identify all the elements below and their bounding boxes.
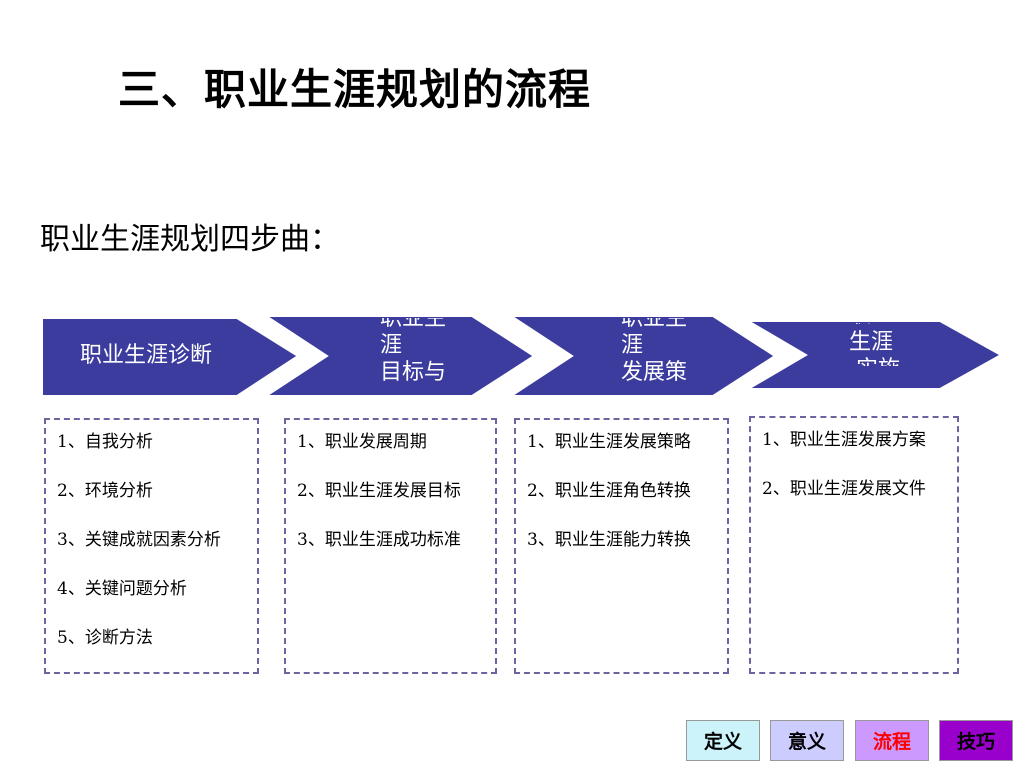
nav-process-button[interactable]: 流程 (855, 720, 929, 761)
nav-significance-button[interactable]: 意义 (770, 720, 844, 761)
step-1-details: 1、自我分析 2、环境分析 3、关键成就因素分析 4、关键问题分析 5、诊断方法 (44, 418, 259, 674)
list-item: 2、职业生涯角色转换 (527, 481, 691, 501)
nav-definition-button[interactable]: 定义 (686, 720, 760, 761)
list-item: 1、职业发展周期 (297, 432, 427, 452)
nav-bar: 定义 意义 流程 技巧 (0, 720, 1024, 761)
step-3-details: 1、职业生涯发展策略 2、职业生涯角色转换 3、职业生涯能力转换 (514, 418, 729, 674)
step-2-chevron (262, 315, 536, 397)
list-item: 4、关键问题分析 (57, 579, 187, 599)
list-item: 1、职业生涯发展策略 (527, 432, 691, 452)
list-item: 2、环境分析 (57, 481, 153, 501)
step-1-label: 职业生涯诊断 (80, 343, 213, 368)
nav-tips-button[interactable]: 技巧 (939, 720, 1013, 761)
list-item: 2、职业生涯发展文件 (762, 479, 926, 499)
list-item: 1、职业生涯发展方案 (762, 430, 926, 450)
step-4-chevron (744, 320, 1004, 390)
step-4-label: 职业 生涯 实施 (849, 303, 900, 366)
step-3-chevron (507, 315, 777, 397)
step-1-chevron (41, 317, 300, 397)
step-2-label: 职业生 涯 目标与 标准 (380, 306, 447, 381)
slide-subtitle: 职业生涯规划四步曲： (40, 222, 340, 257)
list-item: 2、职业生涯发展目标 (297, 481, 461, 501)
list-item: 3、职业生涯能力转换 (527, 530, 691, 550)
list-item: 3、关键成就因素分析 (57, 530, 221, 550)
step-3-label: 职业生 涯 发展策 略 (621, 306, 688, 381)
step-4-details: 1、职业生涯发展方案 2、职业生涯发展文件 (749, 416, 959, 674)
slide-title: 三、职业生涯规划的流程 (118, 65, 592, 114)
step-2-details: 1、职业发展周期 2、职业生涯发展目标 3、职业生涯成功标准 (284, 418, 497, 674)
list-item: 5、诊断方法 (57, 628, 153, 648)
process-chevrons (41, 315, 1004, 397)
list-item: 3、职业生涯成功标准 (297, 530, 461, 550)
list-item: 1、自我分析 (57, 432, 153, 452)
